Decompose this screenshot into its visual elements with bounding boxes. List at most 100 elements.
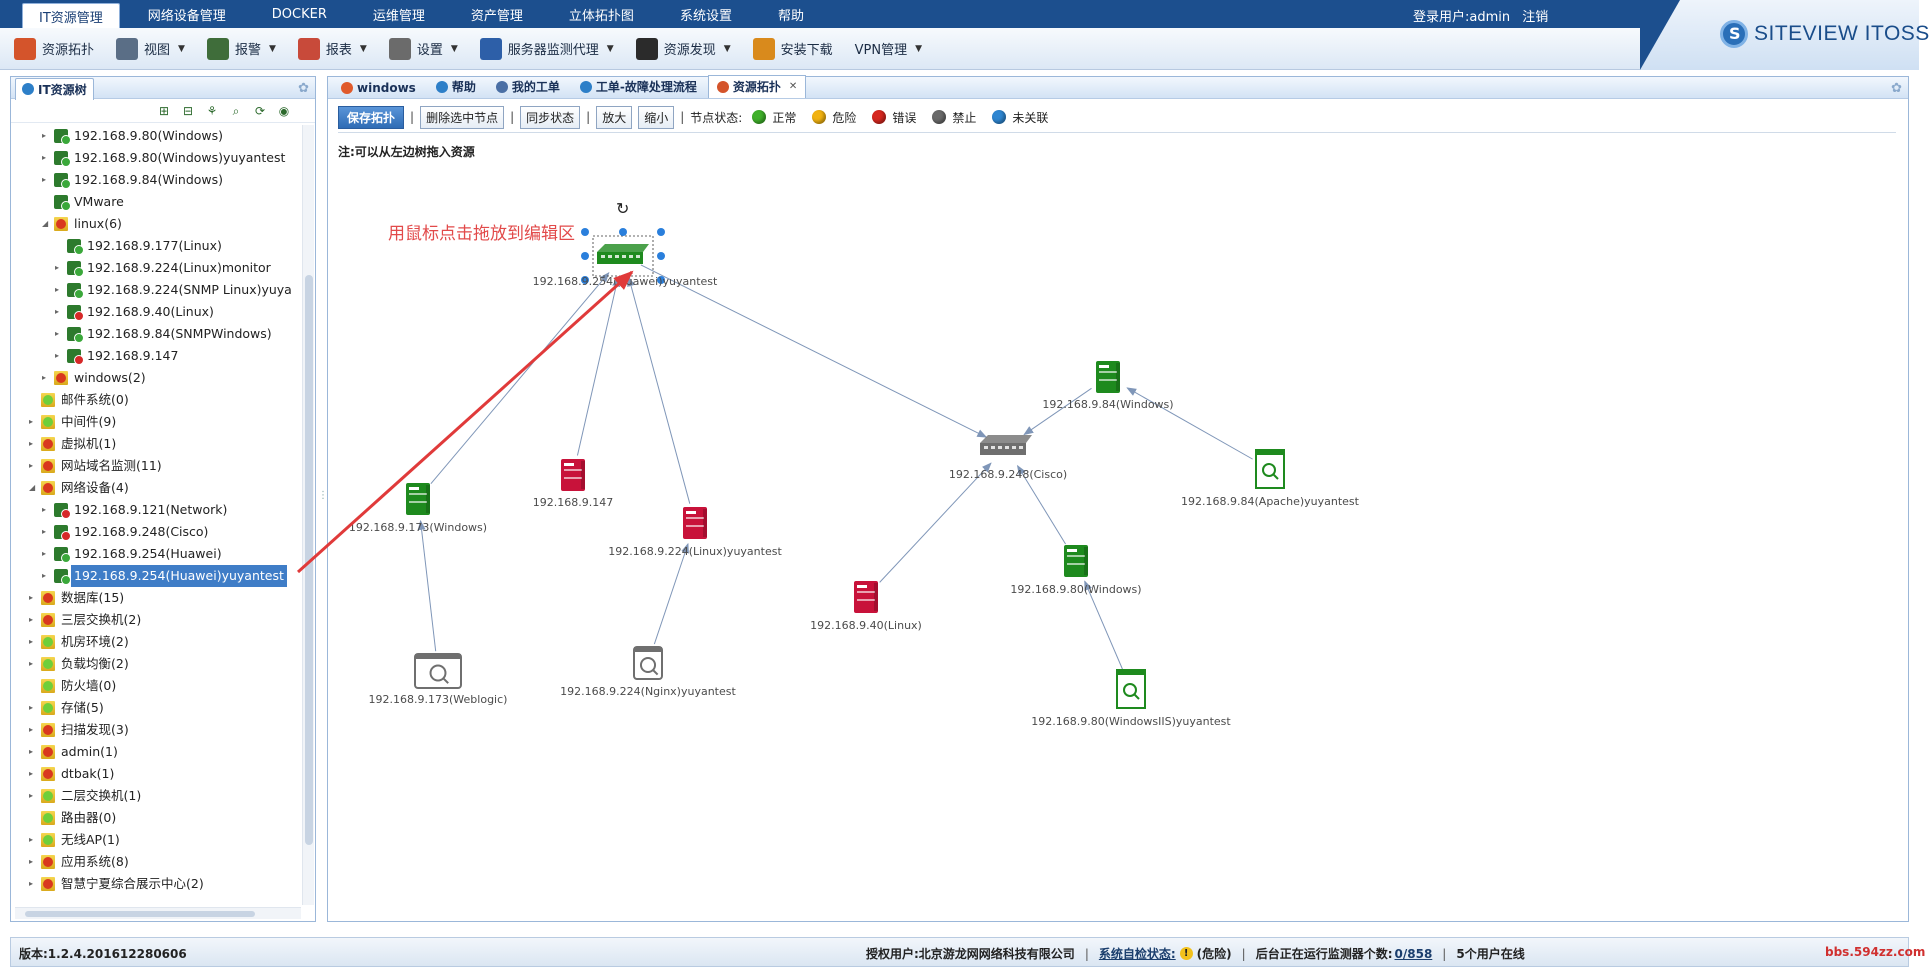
resize-handle[interactable] (657, 276, 665, 284)
tree-node[interactable]: 防火墙(0) (11, 675, 301, 697)
tree-expand-icon[interactable]: ▸ (29, 637, 34, 646)
tree-vertical-scrollbar[interactable] (302, 125, 314, 905)
selfcheck-label[interactable]: 系统自检状态: (1098, 947, 1176, 961)
expand-all-icon[interactable]: ⊞ (158, 103, 170, 118)
topology-canvas[interactable]: ↻192.168.9.254(Huawei)yuyantest192.168.9… (328, 153, 1908, 921)
tree-expand-icon[interactable]: ▸ (55, 263, 60, 272)
topology-node-n147[interactable]: 192.168.9.147 (533, 459, 613, 509)
save-topology-button[interactable]: 保存拓扑 (338, 105, 405, 129)
tree-node[interactable]: ▸中间件(9) (11, 411, 301, 433)
tree-node[interactable]: ▸dtbak(1) (11, 763, 301, 785)
tree-node[interactable]: ▸admin(1) (11, 741, 301, 763)
toolbar-button-5[interactable]: 服务器监测代理▼ (479, 37, 614, 60)
topology-node-win173[interactable]: 192.168.9.173(Windows) (349, 483, 487, 534)
tree-expand-icon[interactable]: ▸ (55, 307, 60, 316)
menu-item-1[interactable]: 网络设备管理 (147, 8, 226, 24)
tree-node[interactable]: 邮件系统(0) (11, 389, 301, 411)
tree-collapse-icon[interactable]: ◢ (42, 219, 49, 228)
topology-node-iis[interactable]: 192.168.9.80(WindowsIIS)yuyantest (1031, 669, 1231, 728)
tree-node[interactable]: 路由器(0) (11, 807, 301, 829)
topology-node-weblogic[interactable]: 192.168.9.173(Weblogic) (369, 653, 508, 706)
tree-node[interactable]: ▸192.168.9.224(Linux)monitor (11, 257, 301, 279)
tab-3[interactable]: 工单-故障处理流程 (571, 75, 706, 98)
tab-1[interactable]: 帮助 (427, 75, 485, 98)
rotate-icon[interactable]: ↻ (616, 199, 629, 218)
toolbar-button-7[interactable]: 安装下载 (752, 37, 833, 60)
tree-expand-icon[interactable]: ▸ (29, 593, 34, 602)
tab-2[interactable]: 我的工单 (487, 75, 569, 98)
tree-expand-icon[interactable]: ▸ (29, 703, 34, 712)
resize-handle[interactable] (657, 252, 665, 260)
topology-node-nginx[interactable]: 192.168.9.224(Nginx)yuyantest (560, 646, 737, 698)
tree-expand-icon[interactable]: ▸ (42, 131, 47, 140)
menu-item-0[interactable]: IT资源管理 (22, 2, 120, 29)
tab-it-resource-tree[interactable]: IT资源树 (15, 77, 94, 100)
tree-expand-icon[interactable]: ▸ (55, 351, 60, 360)
monitors-count-link[interactable]: 0/858 (1394, 946, 1433, 961)
tree-node[interactable]: ▸网站域名监测(11) (11, 455, 301, 477)
tree-node[interactable]: ▸无线AP(1) (11, 829, 301, 851)
tree-expand-icon[interactable]: ▸ (42, 373, 47, 382)
tree-node[interactable]: ▸数据库(15) (11, 587, 301, 609)
menu-item-6[interactable]: 系统设置 (679, 8, 732, 24)
menu-item-2[interactable]: DOCKER (271, 6, 327, 22)
topology-node-apache[interactable]: 192.168.9.84(Apache)yuyantest (1181, 449, 1360, 508)
topology-node-lin224[interactable]: 192.168.9.224(Linux)yuyantest (608, 507, 782, 558)
sync-status-button[interactable]: 同步状态 (520, 105, 581, 129)
selection-handles[interactable]: ↻ (581, 199, 665, 284)
toolbar-button-0[interactable]: 资源拓扑 (14, 37, 94, 60)
tree-expand-icon[interactable]: ▸ (29, 461, 34, 470)
tree-node[interactable]: ▸机房环境(2) (11, 631, 301, 653)
tree-expand-icon[interactable]: ▸ (42, 153, 47, 162)
topology-node-lin40[interactable]: 192.168.9.40(Linux) (810, 581, 922, 632)
tree-node[interactable]: ▸windows(2) (11, 367, 301, 389)
logout-link[interactable]: 注销 (1522, 10, 1549, 25)
tree-expand-icon[interactable]: ▸ (42, 549, 47, 558)
tree-expand-icon[interactable]: ▸ (42, 571, 47, 580)
tree-node[interactable]: ▸192.168.9.40(Linux) (11, 301, 301, 323)
topology-node-win80[interactable]: 192.168.9.80(Windows) (1010, 545, 1142, 596)
menu-item-7[interactable]: 帮助 (777, 8, 804, 24)
menu-item-5[interactable]: 立体拓扑图 (568, 8, 634, 24)
tree-expand-icon[interactable]: ▸ (29, 659, 34, 668)
tree-expand-icon[interactable]: ▸ (29, 769, 34, 778)
topology-node-cisco[interactable]: 192.168.9.248(Cisco) (949, 435, 1067, 481)
tree-node[interactable]: ▸192.168.9.254(Huawei)yuyantest (11, 565, 301, 587)
refresh-icon[interactable]: ⟳ (254, 103, 266, 118)
tree-horizontal-scrollbar[interactable] (15, 907, 301, 919)
tree-node[interactable]: ▸三层交换机(2) (11, 609, 301, 631)
tree-node[interactable]: ▸192.168.9.147 (11, 345, 301, 367)
toolbar-button-8[interactable]: VPN管理▼ (855, 39, 922, 58)
tree-expand-icon[interactable]: ▸ (55, 329, 60, 338)
tree-node[interactable]: VMware (11, 191, 301, 213)
tree-node[interactable]: ▸192.168.9.80(Windows)yuyantest (11, 147, 301, 169)
tree-expand-icon[interactable]: ▸ (42, 175, 47, 184)
panel-splitter[interactable]: ⋮ (318, 490, 328, 501)
tree-expand-icon[interactable]: ▸ (29, 615, 34, 624)
menu-item-3[interactable]: 运维管理 (372, 8, 425, 24)
zoom-out-button[interactable]: 缩小 (638, 105, 675, 129)
topology-node-win84[interactable]: 192.168.9.84(Windows) (1042, 361, 1174, 411)
tree-node[interactable]: ◢linux(6) (11, 213, 301, 235)
resize-handle[interactable] (581, 252, 589, 260)
tree-node[interactable]: ▸智慧宁夏综合展示中心(2) (11, 873, 301, 895)
tree-node[interactable]: ◢网络设备(4) (11, 477, 301, 499)
tree-expand-icon[interactable]: ▸ (42, 527, 47, 536)
tree-node[interactable]: ▸192.168.9.84(Windows) (11, 169, 301, 191)
tree-expand-icon[interactable]: ▸ (55, 285, 60, 294)
tree-expand-icon[interactable]: ▸ (29, 747, 34, 756)
tree-expand-icon[interactable]: ▸ (29, 725, 34, 734)
resize-handle[interactable] (657, 228, 665, 236)
tree-node[interactable]: ▸192.168.9.121(Network) (11, 499, 301, 521)
tree-collapse-icon[interactable]: ◢ (29, 483, 36, 492)
tree-node[interactable]: ▸虚拟机(1) (11, 433, 301, 455)
tab-0[interactable]: windows (332, 78, 425, 98)
tree-expand-icon[interactable]: ▸ (29, 417, 34, 426)
tree-node[interactable]: 192.168.9.177(Linux) (11, 235, 301, 257)
tree-node[interactable]: ▸二层交换机(1) (11, 785, 301, 807)
resize-handle[interactable] (581, 228, 589, 236)
panel-settings-icon[interactable]: ✿ (298, 81, 309, 96)
search-icon[interactable]: ⌕ (232, 103, 240, 118)
tree-node[interactable]: ▸192.168.9.254(Huawei) (11, 543, 301, 565)
zoom-in-button[interactable]: 放大 (596, 105, 633, 129)
